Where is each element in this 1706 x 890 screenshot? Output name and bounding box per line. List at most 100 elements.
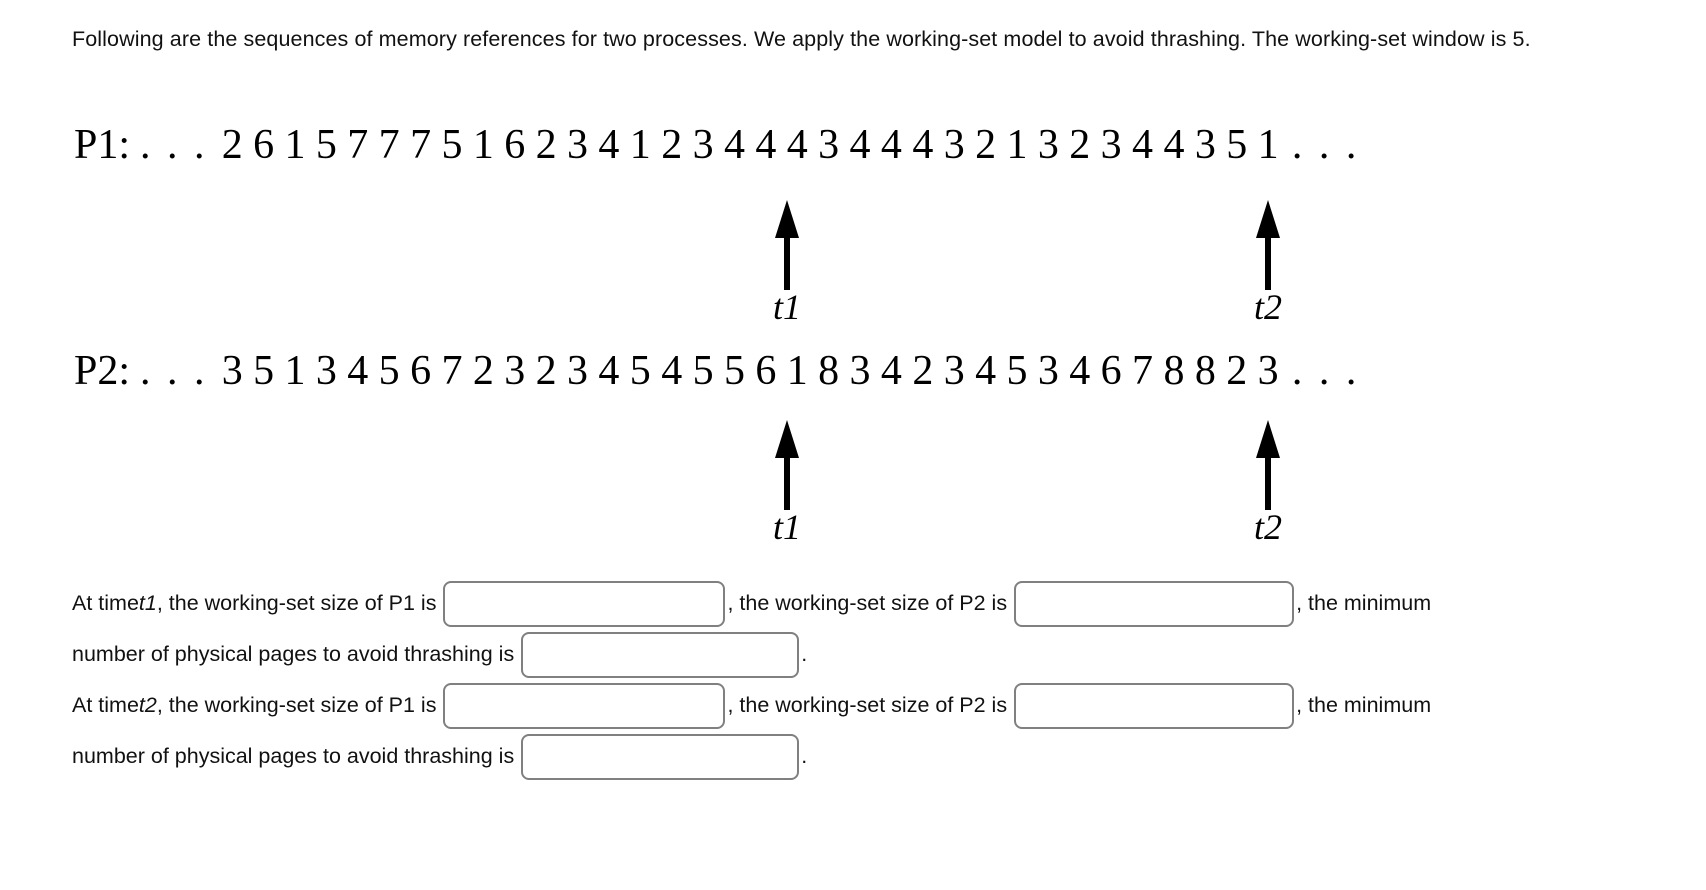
sequence-digit-p2-16: 5 [723,348,745,394]
sequence-digit-p1-26: 3 [1037,122,1059,168]
sequence-digit-p2-17: 6 [755,348,777,394]
marker-label-p1-t2: t2 [1253,287,1282,327]
answer-line1-time-label: t1 [138,591,157,615]
sequence-digit-p2-19: 8 [818,348,840,394]
sequence-digit-p2-8: 2 [472,348,494,394]
answer-line-t2: At time t2 , the working-set size of P1 … [72,680,1672,731]
sequence-digit-p1-5: 7 [378,122,400,168]
sequence-trailing-ellipsis-p2: . . . [1291,348,1360,394]
answer-line1-text-d: , the minimum [1296,591,1432,615]
marker-label-p2-t1: t1 [772,507,801,547]
marker-label-p1-t1: t1 [772,287,801,327]
input-t1-min-physical-pages[interactable] [521,631,800,678]
answer-line4-text-b: . [801,744,808,768]
sequence-digit-p1-19: 3 [818,122,840,168]
sequence-label-p1: P1: [74,122,131,168]
sequence-digit-p2-26: 3 [1037,348,1059,394]
sequence-digit-p2-31: 8 [1194,348,1216,394]
sequence-leading-ellipsis-p1: . . . [140,122,208,168]
sequence-digit-p2-21: 4 [880,348,902,394]
input-t2-min-physical-pages[interactable] [521,733,800,780]
sequence-digit-p2-4: 4 [347,348,369,394]
sequence-digit-p1-10: 2 [535,122,557,168]
sequence-digit-p1-18: 4 [786,122,808,168]
answer-line-t1: At time t1 , the working-set size of P1 … [72,578,1672,629]
sequence-digit-p2-1: 5 [253,348,275,394]
input-t2-ws-size-p2[interactable] [1014,682,1295,729]
sequence-digit-p2-20: 3 [849,348,871,394]
sequence-digit-p2-33: 3 [1257,348,1279,394]
sequence-digit-p1-21: 4 [880,122,902,168]
sequence-label-p2: P2: [74,348,131,394]
answer-line3-time-label: t2 [138,693,157,717]
sequence-digit-p1-15: 3 [692,122,714,168]
sequence-digit-p1-12: 4 [598,122,620,168]
sequence-digit-p1-17: 4 [755,122,777,168]
sequence-digit-p1-9: 6 [504,122,526,168]
sequence-digit-p2-15: 5 [692,348,714,394]
sequence-digit-p1-4: 7 [347,122,369,168]
sequence-digit-p1-1: 6 [253,122,275,168]
sequence-digit-p2-25: 5 [1006,348,1028,394]
answer-line2-text-a: number of physical pages to avoid thrash… [72,642,515,666]
sequence-digit-p2-27: 4 [1069,348,1091,394]
sequence-digit-p1-24: 2 [975,122,997,168]
sequence-digit-p1-28: 3 [1100,122,1122,168]
sequence-digit-p2-6: 6 [410,348,432,394]
up-arrow-icon [775,420,799,510]
sequence-digit-p1-8: 1 [472,122,494,168]
input-t1-ws-size-p1[interactable] [443,580,726,627]
answer-line-t2-pages: number of physical pages to avoid thrash… [72,731,1672,782]
input-t1-ws-size-p2[interactable] [1014,580,1295,627]
sequence-digit-p1-30: 4 [1163,122,1185,168]
sequence-digit-p1-11: 3 [567,122,589,168]
sequence-digit-p1-3: 5 [315,122,337,168]
marker-p1-t1: t1 [757,198,817,326]
sequence-digit-p1-25: 1 [1006,122,1028,168]
answer-line3-text-a: At time [72,693,139,717]
answer-line3-text-d: , the minimum [1296,693,1432,717]
sequence-digit-p1-7: 5 [441,122,463,168]
sequence-digit-p2-29: 7 [1132,348,1154,394]
sequence-digit-p2-12: 4 [598,348,620,394]
sequence-digit-p1-31: 3 [1194,122,1216,168]
marker-p2-t1: t1 [757,418,817,546]
up-arrow-icon [1256,420,1280,510]
sequence-digit-p2-5: 5 [378,348,400,394]
sequence-trailing-ellipsis-p1: . . . [1291,122,1360,168]
answer-line1-text-b: , the working-set size of P1 is [156,591,437,615]
sequence-digit-p1-6: 7 [410,122,432,168]
answer-line1-text-c: , the working-set size of P2 is [727,591,1008,615]
sequence-digit-p1-0: 2 [221,122,243,168]
sequence-digit-p2-13: 5 [629,348,651,394]
sequence-digit-p1-2: 1 [284,122,306,168]
sequence-digit-p2-22: 2 [912,348,934,394]
up-arrow-icon [775,200,799,290]
marker-label-p2-t2: t2 [1253,507,1282,547]
sequence-digit-p1-14: 2 [661,122,683,168]
sequence-digit-p1-22: 4 [912,122,934,168]
sequence-digit-p1-16: 4 [723,122,745,168]
sequence-digit-p2-0: 3 [221,348,243,394]
sequence-digit-p1-23: 3 [943,122,965,168]
marker-p1-t2: t2 [1238,198,1298,326]
answer-line3-text-c: , the working-set size of P2 is [727,693,1008,717]
answer-line-t1-pages: number of physical pages to avoid thrash… [72,629,1672,680]
sequence-digit-p1-13: 1 [629,122,651,168]
sequence-digit-p2-10: 2 [535,348,557,394]
sequence-digit-p1-20: 4 [849,122,871,168]
sequence-digit-p2-9: 3 [504,348,526,394]
up-arrow-icon [1256,200,1280,290]
sequence-digit-p2-23: 3 [943,348,965,394]
sequence-leading-ellipsis-p2: . . . [140,348,208,394]
sequence-digit-p1-33: 1 [1257,122,1279,168]
question-intro-text: Following are the sequences of memory re… [72,27,1531,51]
answer-line3-text-b: , the working-set size of P1 is [156,693,437,717]
sequence-digit-p2-30: 8 [1163,348,1185,394]
sequence-digit-p2-3: 3 [315,348,337,394]
input-t2-ws-size-p1[interactable] [443,682,726,729]
